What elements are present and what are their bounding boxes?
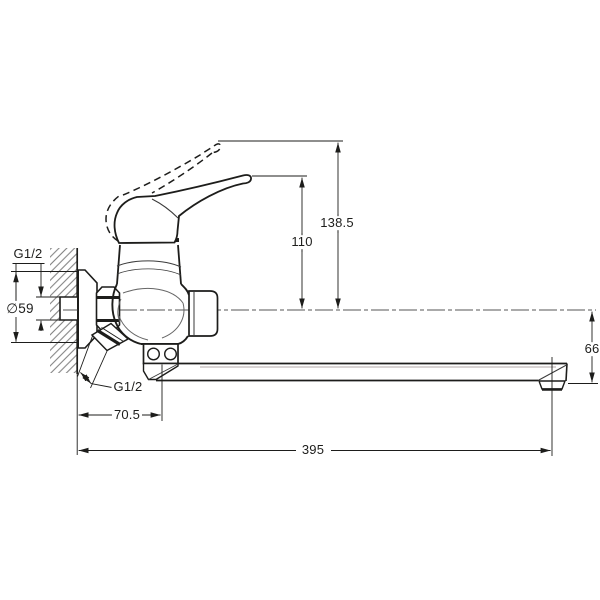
label-handle-height: 110	[289, 234, 315, 250]
diverter-cap	[188, 290, 219, 337]
mount-screw-left	[146, 347, 160, 361]
dimension-outlet-thread	[77, 335, 113, 389]
dimension-spout-reach	[78, 357, 553, 456]
wall-section	[50, 248, 79, 455]
label-wall-thread: G1/2	[13, 246, 43, 262]
dimensions	[11, 140, 598, 456]
mount-screw-right	[163, 347, 177, 361]
label-handle-height-raised: 138.5	[318, 215, 356, 231]
supply-pipe	[59, 296, 77, 321]
faucet-body	[111, 238, 190, 345]
spout	[156, 362, 568, 391]
label-outlet-thread: G1/2	[111, 379, 145, 395]
lever-handle-raised	[105, 143, 222, 242]
dimension-escutcheon-diameter	[11, 263, 79, 343]
label-spout-reach: 395	[299, 442, 327, 458]
shower-outlet	[90, 322, 130, 352]
lever-handle	[113, 174, 252, 244]
label-wall-to-outlet: 70.5	[111, 407, 143, 423]
dimension-wall-to-outlet	[78, 364, 163, 421]
label-spout-drop: 66	[582, 341, 600, 357]
dimension-wall-thread	[12, 263, 60, 331]
spout-mount	[142, 343, 179, 381]
label-escutcheon-diameter: ∅59	[4, 300, 36, 317]
